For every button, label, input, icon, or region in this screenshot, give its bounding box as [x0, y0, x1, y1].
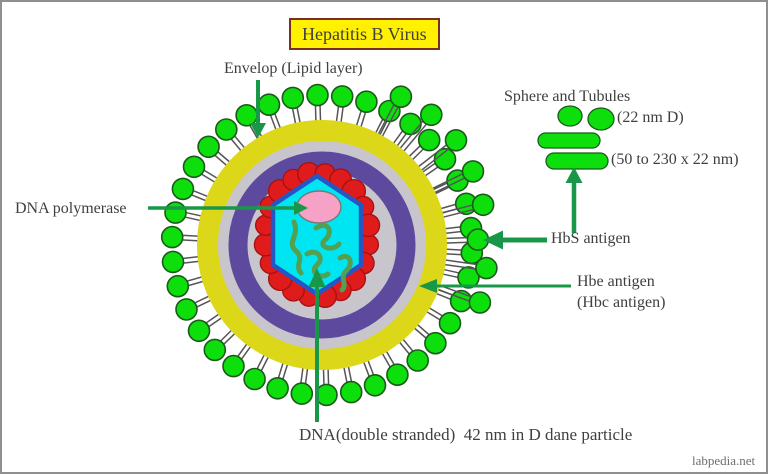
label-hbc-antigen: (Hbc antigen) — [577, 294, 666, 311]
spike-sphere-icon — [197, 135, 220, 159]
label-dna-polymerase: DNA polymerase — [15, 200, 127, 217]
spike-sphere-icon — [243, 367, 266, 391]
spike-sphere-icon — [461, 160, 485, 183]
spike-sphere-icon — [399, 112, 422, 136]
spike-sphere-icon — [438, 311, 462, 335]
spike-sphere-icon — [406, 349, 430, 372]
envelope-lipid-ring — [197, 120, 447, 370]
hbe-antigen-arrow — [419, 279, 571, 293]
spike-sphere-icon — [290, 382, 314, 405]
spike-sphere-icon — [161, 250, 185, 274]
label-hbe-antigen: Hbe antigen — [577, 273, 655, 290]
spike-sphere-icon — [187, 319, 211, 343]
spike-sphere-icon — [363, 373, 387, 397]
envelope-arrow — [250, 80, 266, 138]
diagram-title: Hepatitis B Virus — [289, 18, 440, 50]
sphere-particle-icon — [587, 107, 615, 131]
spike-sphere-icon — [166, 274, 190, 298]
tubule-particle-icon — [545, 152, 609, 170]
tubules-arrow — [565, 167, 583, 233]
spike-sphere-icon — [235, 104, 258, 127]
spike-sphere-icon — [417, 128, 441, 152]
spike-sphere-icon — [389, 85, 413, 108]
label-sphere-tubules: Sphere and Tubules — [504, 88, 631, 105]
hbs-antigen-arrow — [483, 230, 547, 250]
spike-sphere-icon — [281, 86, 305, 110]
sphere-particle-icon — [557, 105, 583, 127]
spike-sphere-icon — [468, 291, 492, 314]
spike-sphere-icon — [164, 201, 187, 224]
spike-sphere-icon — [457, 266, 480, 289]
spike-sphere-icon — [339, 380, 363, 404]
label-envelope: Envelop (Lipid layer) — [224, 60, 363, 77]
spike-sphere-icon — [315, 383, 338, 407]
spike-sphere-icon — [386, 363, 409, 387]
spike-sphere-icon — [257, 93, 281, 116]
dna-pointer-arrow — [308, 268, 326, 422]
sphere-tubule-shapes — [537, 105, 615, 170]
label-sphere-size: (22 nm D) — [617, 109, 684, 126]
spike-sphere-icon — [215, 118, 238, 141]
watermark-text: labpedia.net — [692, 453, 756, 468]
spike-sphere-icon — [444, 129, 468, 152]
spike-sphere-icon — [182, 155, 206, 179]
spike-sphere-icon — [355, 90, 378, 113]
spike-sphere-icon — [424, 331, 447, 355]
capsid-purple-ring — [228, 151, 416, 339]
spike-sphere-icon — [175, 298, 198, 321]
spike-sphere-icon — [171, 177, 195, 201]
spike-sphere-icon — [266, 376, 289, 400]
spike-sphere-icon — [419, 103, 443, 127]
label-hbs-antigen: HbS antigen — [551, 230, 631, 247]
dna-polymerase-arrow — [148, 201, 308, 215]
surface-spikes — [160, 83, 498, 407]
tubule-particle-icon — [537, 132, 601, 149]
spike-sphere-icon — [203, 338, 227, 362]
label-tubule-size: (50 to 230 x 22 nm) — [611, 151, 739, 168]
spike-sphere-icon — [306, 83, 329, 107]
label-dna-note: DNA(double stranded) 42 nm in D dane par… — [299, 425, 633, 444]
dna-strands — [289, 219, 353, 293]
spike-sphere-icon — [475, 256, 498, 280]
spike-sphere-icon — [471, 193, 495, 217]
spike-sphere-icon — [330, 85, 354, 108]
spike-sphere-icon — [160, 225, 184, 249]
spike-sphere-icon — [222, 354, 245, 378]
